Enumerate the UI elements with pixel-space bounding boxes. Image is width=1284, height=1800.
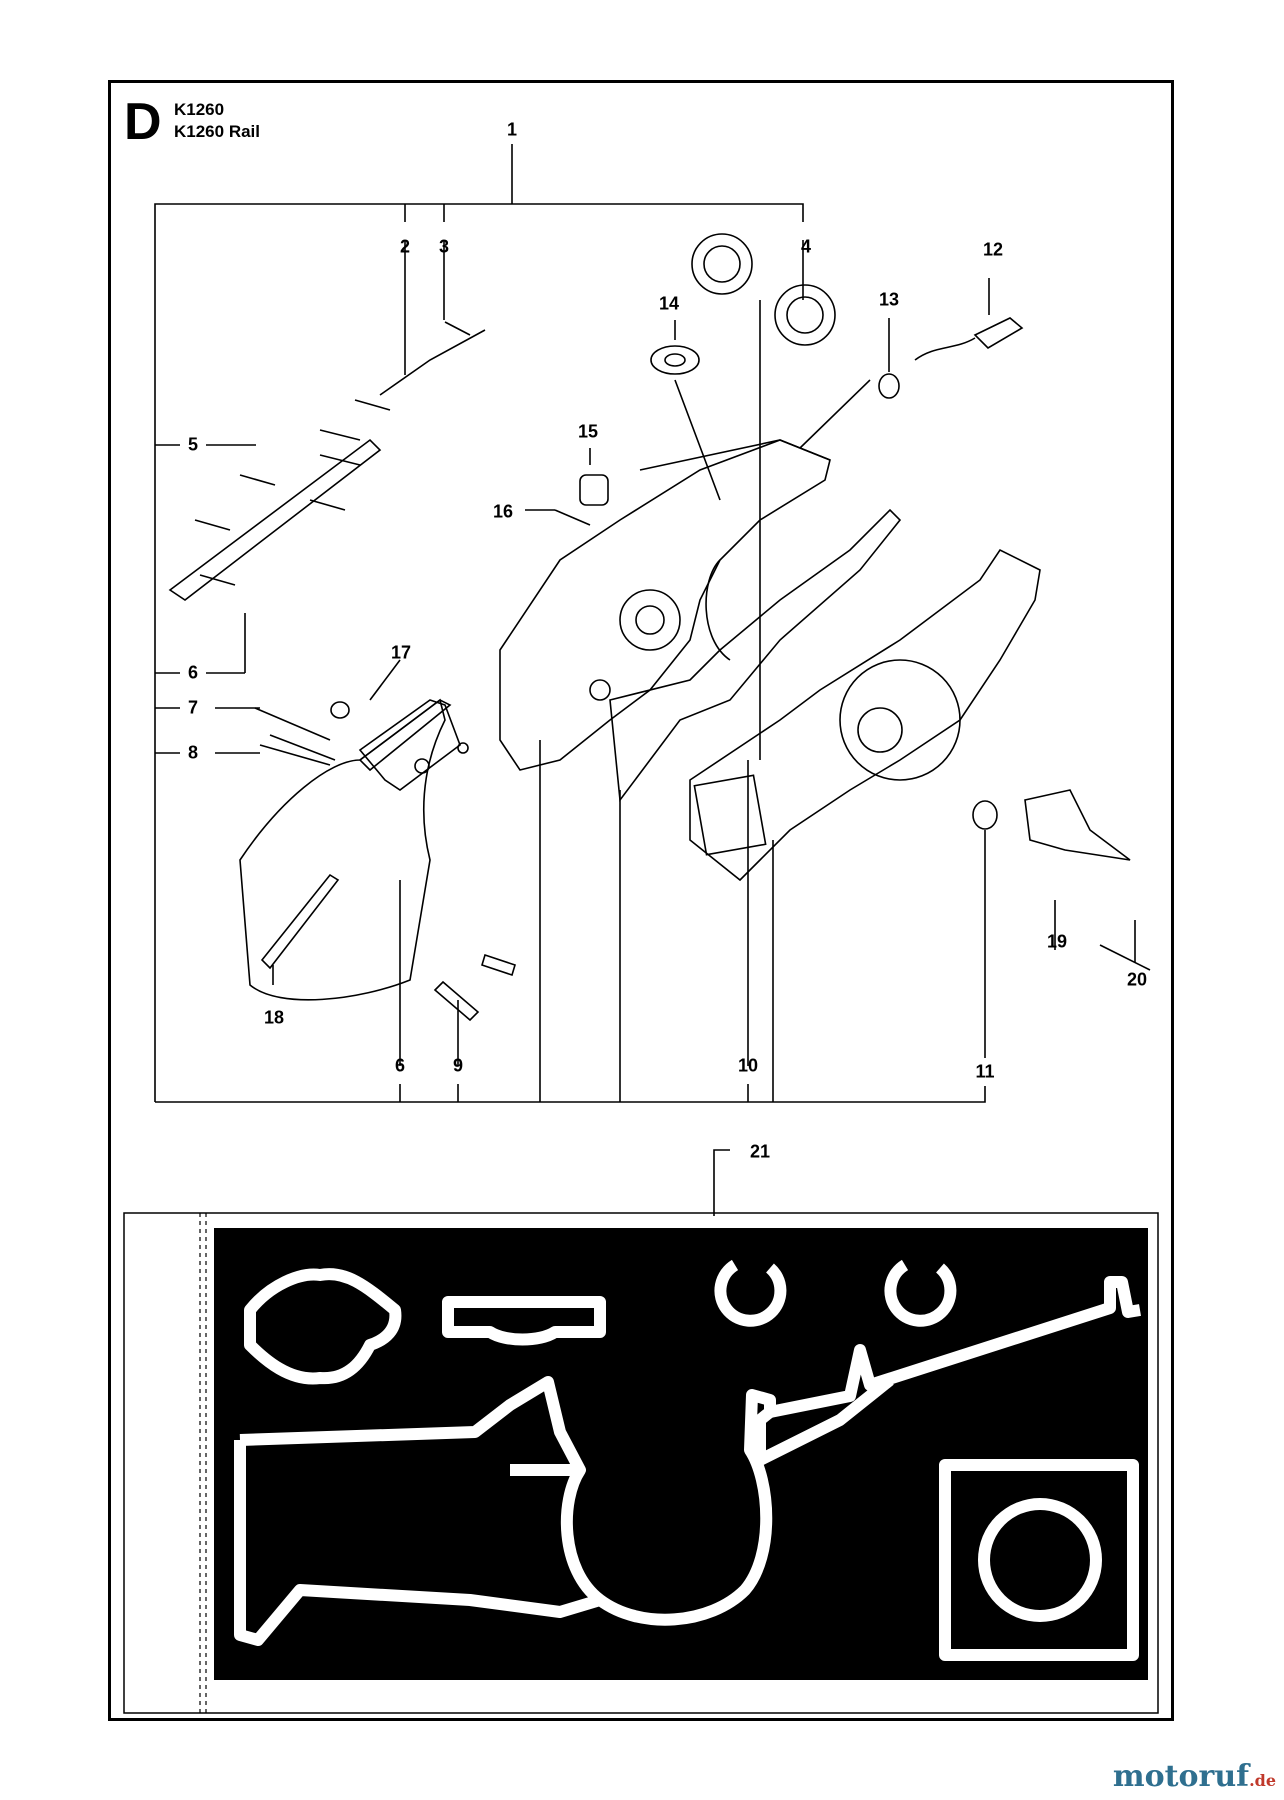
seal-14 — [650, 345, 700, 375]
callout-17: 17 — [390, 642, 412, 663]
watermark-name: motoruf — [1112, 1759, 1250, 1794]
model-name-2: K1260 Rail — [174, 122, 260, 141]
assembly-bottom-line — [155, 1086, 986, 1103]
callout-8: 8 — [187, 742, 199, 763]
bearing-2 — [774, 284, 836, 346]
callout-19: 19 — [1046, 931, 1068, 952]
callout-12: 12 — [982, 239, 1004, 260]
section-letter: D — [124, 93, 162, 151]
callout-7: 7 — [187, 697, 199, 718]
callout-5: 5 — [187, 434, 199, 455]
diagram-frame — [108, 80, 1174, 1721]
gasket-kit-panel — [214, 1228, 1148, 1680]
gasket-ring-1 — [714, 1259, 787, 1327]
gasket-crankcase — [239, 1276, 1141, 1626]
callout-10: 10 — [737, 1055, 759, 1076]
callout-6-bottom: 6 — [394, 1055, 406, 1076]
callout-21: 21 — [749, 1141, 771, 1162]
callout-16: 16 — [492, 501, 514, 522]
callout-1: 1 — [506, 119, 518, 140]
assembly-bracket — [154, 203, 804, 1102]
gasket-flange — [244, 1268, 402, 1385]
bearing-1 — [691, 233, 753, 295]
gasket-kit-box — [123, 1212, 1159, 1714]
callout-4: 4 — [800, 236, 812, 257]
callout-9: 9 — [452, 1055, 464, 1076]
watermark-logo: motoruf.de — [1113, 1759, 1276, 1794]
leader-21 — [713, 1149, 730, 1216]
watermark-suffix: .de — [1249, 1771, 1276, 1790]
crankcase-right — [689, 548, 1041, 882]
model-name-1: K1260 — [174, 100, 225, 119]
callout-15: 15 — [577, 421, 599, 442]
callout-11: 11 — [975, 1061, 995, 1082]
callout-2: 2 — [399, 236, 411, 257]
clutch-cover — [239, 698, 446, 1001]
gasket-cylinder — [939, 1459, 1139, 1661]
callout-18: 18 — [263, 1007, 285, 1028]
gasket-exhaust — [442, 1296, 606, 1346]
callout-20: 20 — [1126, 969, 1148, 990]
callout-3: 3 — [438, 236, 450, 257]
callout-6-left: 6 — [187, 662, 199, 683]
callout-13: 13 — [878, 289, 900, 310]
callout-14: 14 — [658, 293, 680, 314]
gasket-ring-2 — [884, 1259, 957, 1327]
